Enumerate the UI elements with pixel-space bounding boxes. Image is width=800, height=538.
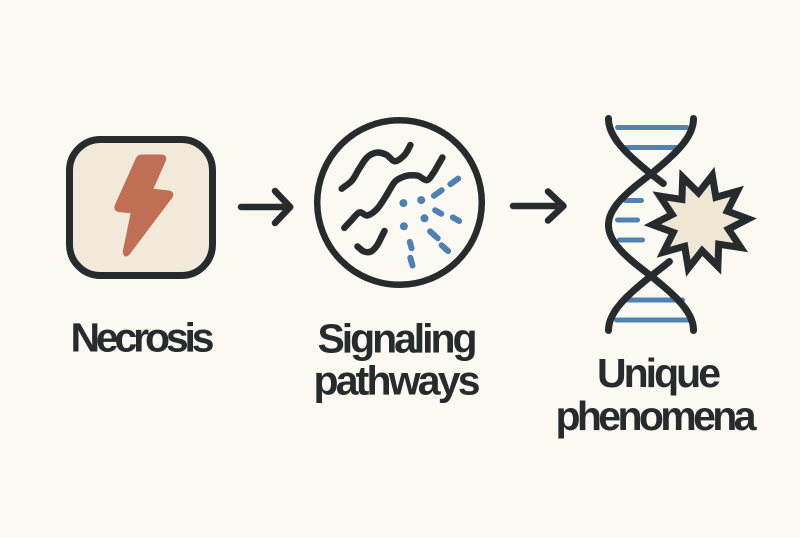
svg-text:Necrosis: Necrosis [71, 315, 215, 361]
svg-text:Unique: Unique [597, 350, 721, 396]
svg-text:pathways: pathways [314, 357, 481, 403]
svg-text:phenomena: phenomena [556, 393, 758, 439]
svg-text:Signaling: Signaling [318, 316, 478, 362]
